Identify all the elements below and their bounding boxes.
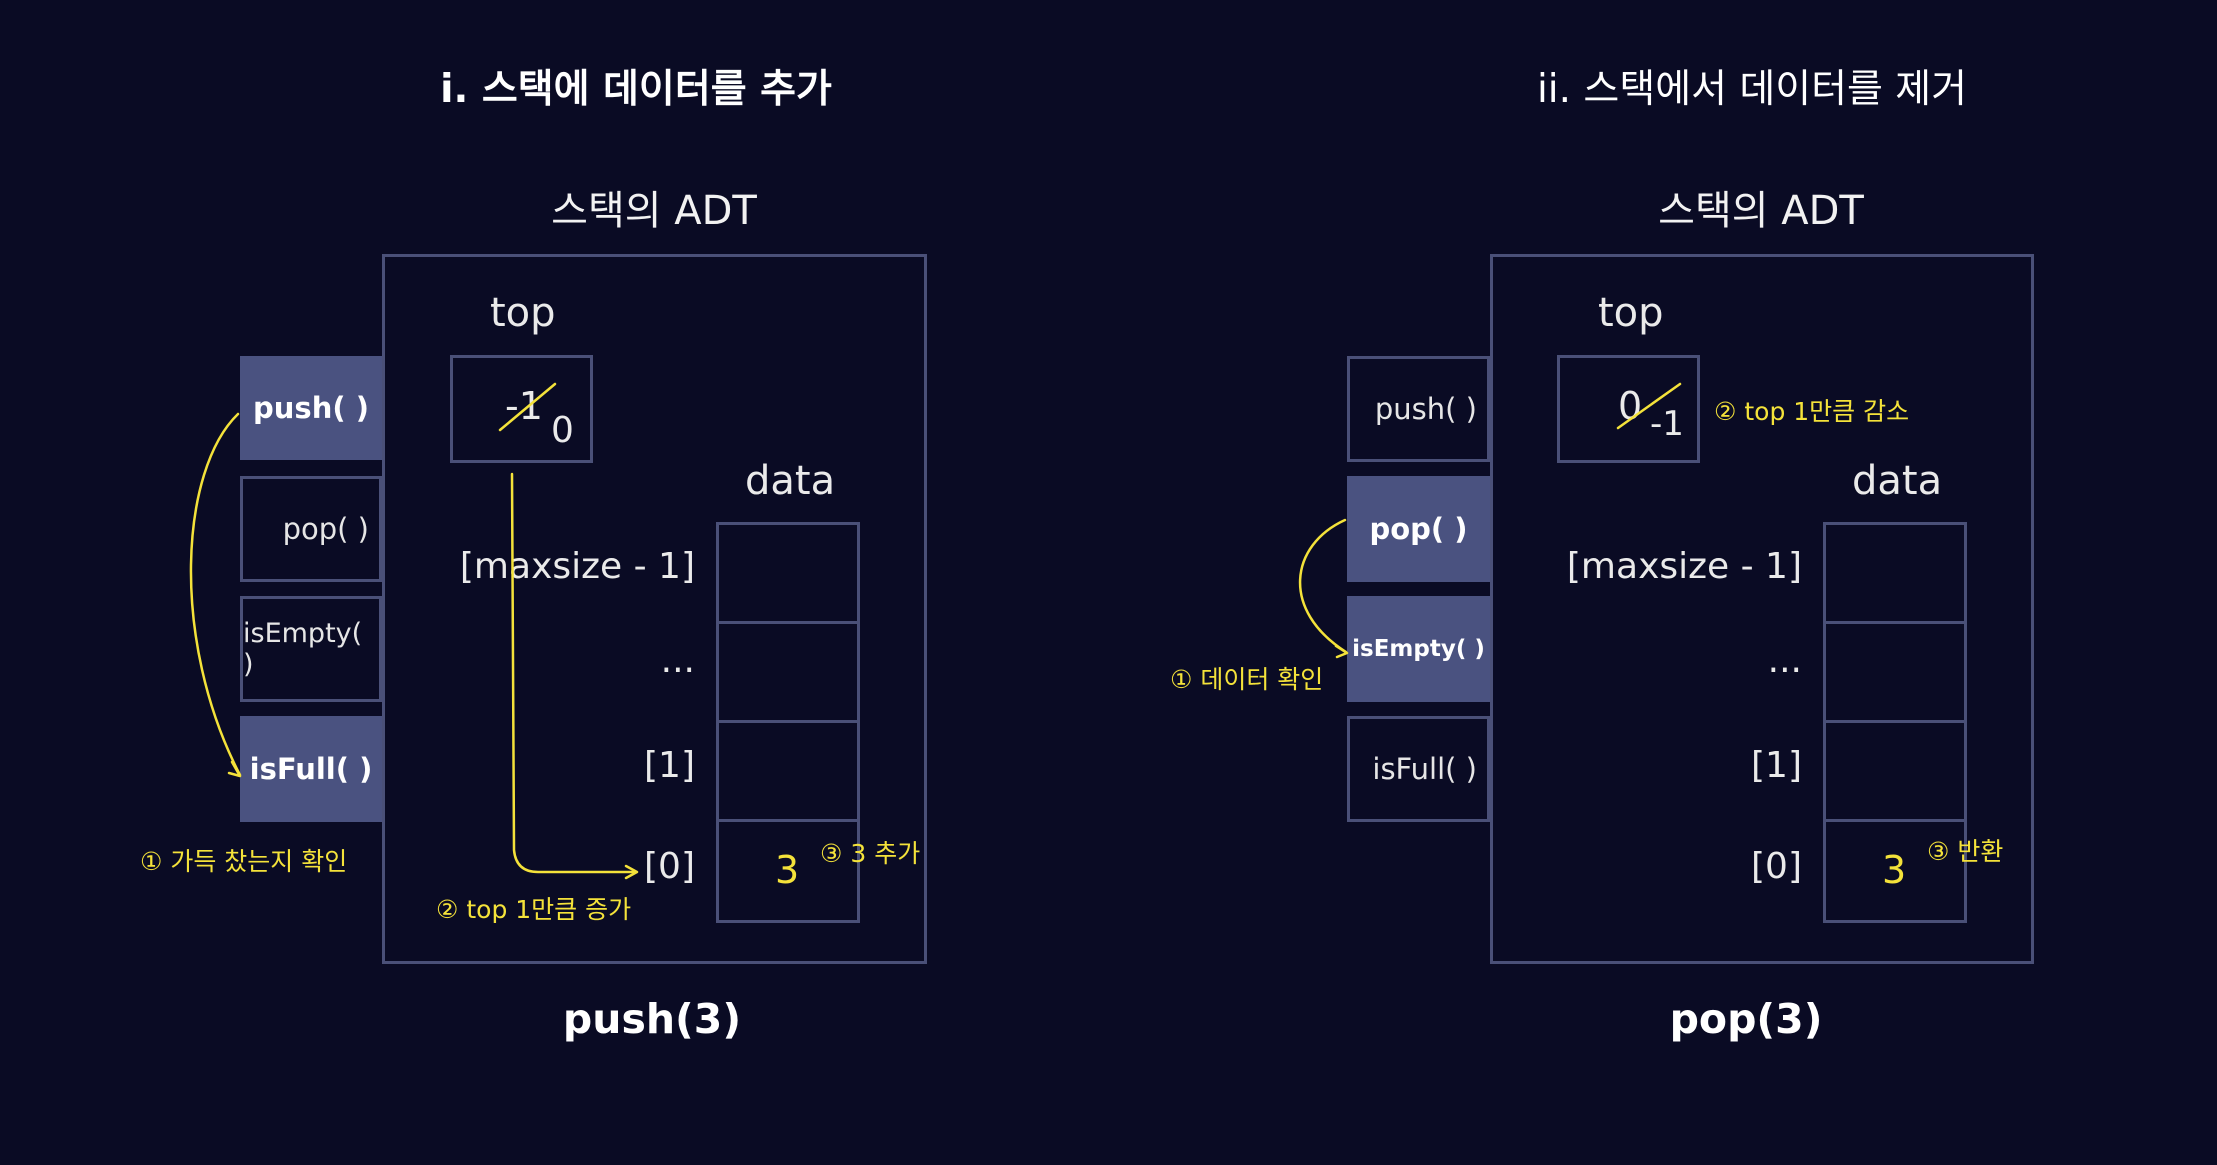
right-method-pop[interactable]: pop( )	[1347, 476, 1490, 582]
left-index-0: [0]	[644, 846, 695, 887]
right-method-push[interactable]: push( )	[1347, 356, 1490, 462]
left-arrowhead-2	[624, 864, 639, 880]
left-cell-value: 3	[775, 848, 800, 892]
right-index-maxsize: [maxsize - 1]	[1566, 546, 1802, 587]
left-index-maxsize: [maxsize - 1]	[459, 546, 695, 587]
left-data-label: data	[745, 458, 836, 504]
left-strike-mark	[498, 382, 557, 432]
right-annotation-step3: ③ 반환	[1927, 837, 2004, 866]
left-annotation-step2: ② top 1만큼 증가	[436, 895, 632, 924]
right-index-1: [1]	[1751, 745, 1802, 786]
left-title: i. 스택에 데이터를 추가	[440, 67, 832, 112]
right-annotation-step1: ① 데이터 확인	[1170, 665, 1324, 694]
right-top-new-value: -1	[1650, 404, 1684, 444]
right-adt-label: 스택의 ADT	[1658, 188, 1864, 234]
left-caption: push(3)	[562, 995, 742, 1043]
right-cell-value: 3	[1882, 848, 1907, 892]
left-method-isfull[interactable]: isFull( )	[240, 716, 382, 822]
left-annotation-step3: ③ 3 추가	[820, 839, 921, 868]
left-arrow-push-to-isfull	[189, 412, 242, 777]
right-strike-mark	[1616, 382, 1682, 430]
right-annotation-step2: ② top 1만큼 감소	[1714, 397, 1910, 426]
left-top-new-value: 0	[551, 410, 574, 451]
left-annotation-step1: ① 가득 찼는지 확인	[140, 847, 348, 876]
right-top-label: top	[1598, 290, 1664, 336]
right-title: ii. 스택에서 데이터를 제거	[1536, 67, 1968, 112]
left-adt-label: 스택의 ADT	[551, 188, 757, 234]
right-data-cell-0	[1823, 819, 1967, 923]
right-index-0: [0]	[1751, 846, 1802, 887]
right-index-ellipsis: ...	[1767, 640, 1802, 681]
left-data-cell-0	[716, 819, 860, 923]
right-top-box	[1557, 355, 1700, 463]
left-method-pop[interactable]: pop( )	[240, 476, 382, 582]
left-adt-frame	[382, 254, 927, 964]
left-index-1: [1]	[644, 745, 695, 786]
right-arrowhead	[1334, 644, 1349, 659]
right-adt-frame	[1490, 254, 2034, 964]
right-caption: pop(3)	[1669, 995, 1823, 1043]
right-method-isempty[interactable]: isEmpty( )	[1347, 596, 1490, 702]
left-top-label: top	[490, 290, 556, 336]
left-arrow-top-to-index0	[510, 472, 638, 874]
left-index-ellipsis: ...	[660, 640, 695, 681]
right-arrow-pop-to-isempty	[1298, 518, 1348, 654]
right-data-label: data	[1852, 458, 1943, 504]
left-method-push[interactable]: push( )	[240, 356, 382, 460]
left-top-box	[450, 355, 593, 463]
left-arrowhead	[227, 760, 242, 778]
left-method-isempty[interactable]: isEmpty( )	[240, 596, 382, 702]
right-method-isfull[interactable]: isFull( )	[1347, 716, 1490, 822]
